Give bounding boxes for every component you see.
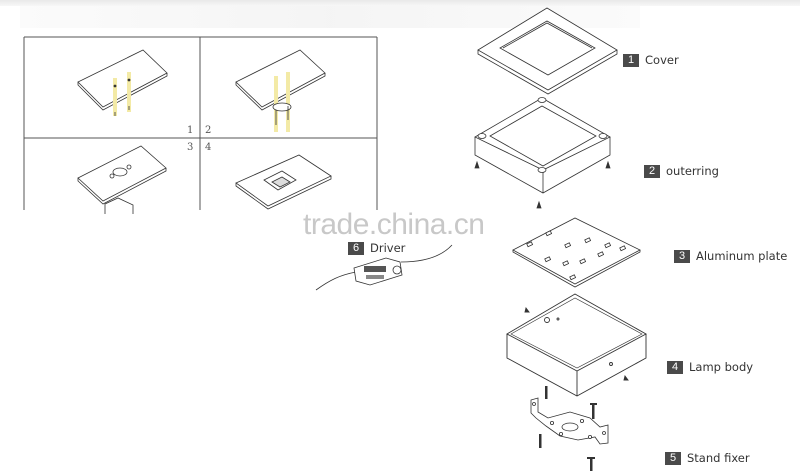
part-number-badge: 1: [623, 53, 639, 67]
lamp-body-illustration: [506, 293, 647, 397]
part-name: Cover: [645, 53, 679, 67]
top-border: [0, 0, 800, 6]
step2-illustration: [235, 49, 326, 132]
part-label-outerring: 2 outerring: [644, 164, 719, 178]
step-number-3: 3: [187, 142, 194, 153]
part-label-driver: 6 Driver: [348, 241, 405, 255]
part-number-badge: 5: [665, 451, 681, 465]
aluminum-plate-illustration: [512, 217, 641, 288]
part-label-aluminum-plate: 3 Aluminum plate: [674, 249, 787, 263]
installation-grid: [23, 36, 378, 210]
step1-illustration: [77, 49, 168, 116]
part-name: outerring: [666, 164, 719, 178]
step-number-2: 2: [205, 125, 212, 136]
part-number-badge: 3: [674, 249, 690, 263]
part-name: Aluminum plate: [696, 249, 788, 263]
part-number-badge: 6: [348, 241, 364, 255]
part-label-stand-fixer: 5 Stand fixer: [665, 451, 750, 465]
part-name: Driver: [370, 241, 406, 255]
part-label-cover: 1 Cover: [623, 53, 679, 67]
driver-illustration: [315, 244, 453, 291]
step-number-1: 1: [187, 125, 194, 136]
part-label-lamp-body: 4 Lamp body: [667, 360, 753, 374]
part-name: Lamp body: [689, 360, 754, 374]
watermark: trade.china.cn: [303, 208, 485, 241]
step4-illustration: [235, 154, 332, 210]
stand-fixer-illustration: [530, 386, 609, 471]
part-number-badge: 2: [644, 164, 660, 178]
step3-illustration: [77, 145, 167, 214]
part-name: Stand fixer: [687, 451, 750, 465]
part-number-badge: 4: [667, 360, 683, 374]
outerring-illustration: [474, 97, 611, 209]
step-number-4: 4: [205, 142, 212, 153]
top-fade: [20, 6, 640, 28]
cover-illustration: [477, 7, 618, 95]
